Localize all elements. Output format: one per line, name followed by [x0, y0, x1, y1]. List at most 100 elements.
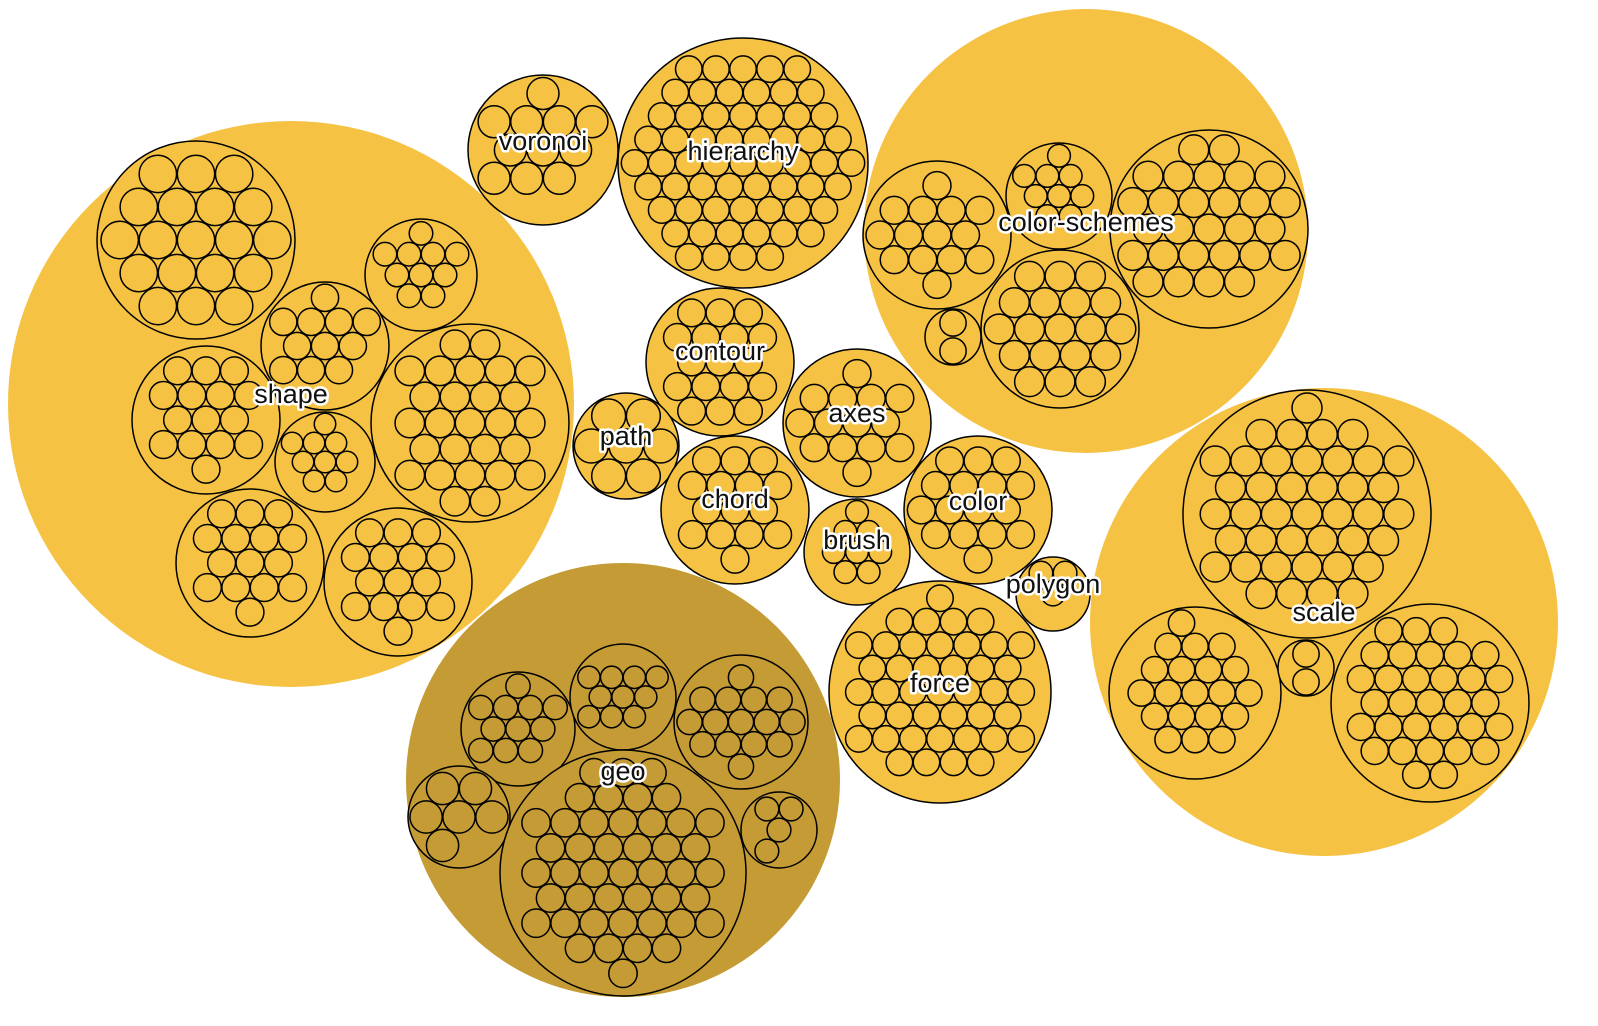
- leaf-circle: [1484, 664, 1514, 694]
- leaf-circle: [608, 908, 638, 939]
- leaf-circle: [865, 220, 895, 250]
- leaf-circle: [706, 519, 736, 550]
- leaf-circle: [1457, 712, 1486, 742]
- leaf-circle: [983, 313, 1015, 345]
- leaf-circle: [701, 242, 730, 271]
- leaf-circle: [467, 737, 494, 764]
- leaf-circle: [1105, 313, 1137, 345]
- leaf-circle: [480, 716, 507, 742]
- leaf-circle: [677, 470, 708, 501]
- leaf-circle: [1127, 679, 1156, 707]
- leaf-circle: [939, 337, 967, 365]
- leaf-circle: [977, 519, 1007, 550]
- leaf-circle: [310, 283, 340, 313]
- leaf-circle: [966, 701, 995, 730]
- leaf-circle: [340, 542, 371, 573]
- leaf-circle: [484, 355, 516, 387]
- leaf-circle: [688, 172, 717, 201]
- leaf-circle: [521, 807, 552, 838]
- leaf-circle: [439, 485, 471, 517]
- leaf-circle: [966, 654, 995, 683]
- leaf-circle: [1415, 736, 1445, 766]
- leaf-circle: [980, 677, 1009, 707]
- leaf-circle: [953, 724, 982, 753]
- leaf-circle: [813, 408, 844, 438]
- leaf-circle: [420, 241, 446, 267]
- leaf-circle: [1044, 366, 1076, 398]
- leaf-circle: [844, 677, 873, 707]
- leaf-circle: [542, 161, 577, 195]
- leaf-circle: [324, 355, 354, 385]
- leaf-circle: [688, 78, 717, 107]
- leaf-circle: [727, 708, 755, 736]
- leaf-circle: [1117, 239, 1149, 272]
- leaf-circle: [785, 408, 815, 438]
- leaf-circle: [1132, 266, 1164, 298]
- leaf-circle: [564, 782, 595, 813]
- leaf-circle: [766, 686, 793, 714]
- leaf-circle: [1194, 655, 1223, 684]
- leaf-circle: [935, 495, 965, 525]
- leaf-circle: [1178, 239, 1210, 272]
- leaf-circle: [1005, 519, 1036, 550]
- leaf-circle: [176, 286, 216, 326]
- leaf-circle: [1291, 392, 1323, 424]
- leaf-circle: [828, 383, 858, 414]
- leaf-circle: [1401, 664, 1431, 694]
- leaf-circle: [756, 148, 785, 178]
- leaf-circle: [477, 161, 511, 195]
- leaf-circle: [1443, 736, 1472, 766]
- leaf-circle: [484, 407, 516, 439]
- leaf-circle: [1234, 679, 1263, 707]
- leaf-circle: [383, 616, 413, 646]
- leaf-circle: [856, 432, 886, 463]
- leaf-circle: [492, 737, 519, 764]
- leaf-circle: [411, 567, 442, 597]
- leaf-circle: [425, 771, 460, 806]
- leaf-circle: [833, 519, 858, 545]
- leaf-circle: [394, 407, 426, 439]
- leaf-circle: [1162, 213, 1195, 245]
- leaf-circle: [505, 673, 531, 699]
- leaf-circle: [439, 381, 471, 413]
- leaf-circle: [742, 78, 771, 107]
- leaf-circle: [409, 800, 443, 834]
- leaf-circle: [715, 219, 744, 248]
- leaf-circle: [599, 704, 624, 729]
- leaf-circle: [856, 519, 881, 545]
- leaf-circle: [715, 125, 744, 154]
- leaf-circle: [1383, 445, 1415, 477]
- leaf-circle: [397, 542, 427, 573]
- leaf-circle: [1029, 339, 1061, 372]
- leaf-circle: [769, 219, 798, 248]
- leaf-circle: [354, 518, 385, 548]
- leaf-circle: [908, 195, 938, 226]
- leaf-circle: [1374, 664, 1403, 694]
- leaf-circle: [505, 716, 531, 742]
- leaf-circle: [1352, 445, 1384, 477]
- leaf-circle: [1471, 688, 1500, 718]
- leaf-circle: [1471, 736, 1500, 766]
- leaf-circle: [701, 55, 730, 84]
- leaf-circle: [1058, 204, 1083, 229]
- leaf-circle: [1199, 498, 1231, 530]
- leaf-circle: [1208, 134, 1240, 166]
- leaf-circle: [706, 470, 736, 501]
- leaf-circle: [235, 548, 265, 578]
- leaf-circle: [719, 322, 749, 353]
- leaf-circle: [192, 523, 223, 554]
- leaf-circle: [993, 654, 1022, 683]
- leaf-circle: [354, 567, 385, 597]
- leaf-circle: [599, 665, 624, 690]
- leaf-circle: [799, 432, 829, 463]
- leaf-circle: [779, 708, 806, 736]
- leaf-circle: [762, 519, 793, 550]
- leaf-circle: [705, 396, 735, 426]
- leaf-circle: [157, 187, 197, 227]
- leaf-circle: [748, 446, 779, 476]
- leaf-circle: [1230, 551, 1262, 583]
- leaf-circle: [369, 542, 399, 573]
- leaf-circle: [1132, 213, 1164, 245]
- leaf-circle: [268, 355, 298, 385]
- leaf-circle: [1140, 702, 1169, 731]
